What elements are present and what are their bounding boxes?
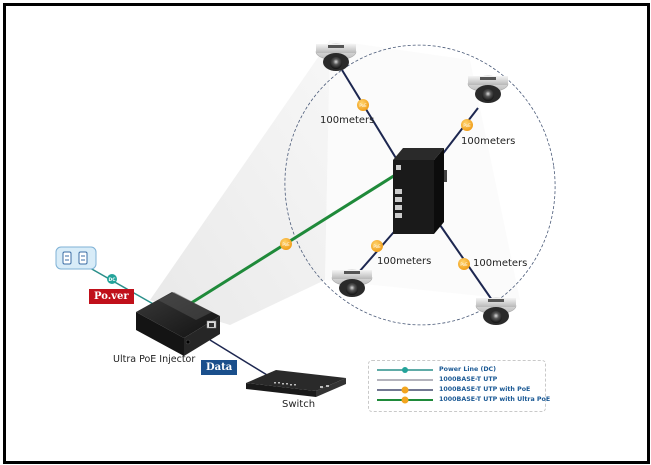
poe-line-top-left xyxy=(341,69,403,169)
svg-text:PoE: PoE xyxy=(282,242,290,247)
poe-injector-device xyxy=(136,292,220,356)
data-tag: Data xyxy=(201,360,238,375)
camera-bottom-right xyxy=(475,297,517,325)
distance-label-bottom-left: 100meters xyxy=(377,256,432,267)
power-tag: Po.ver xyxy=(89,289,134,304)
svg-text:DC: DC xyxy=(108,277,116,283)
injector-label: Ultra PoE Injector xyxy=(113,354,196,365)
svg-text:PoE: PoE xyxy=(463,123,471,128)
coverage-ellipse xyxy=(284,44,556,326)
poe-badge-bottom-right: PoE xyxy=(458,258,470,270)
power-outlet xyxy=(55,246,97,270)
switch-label: Switch xyxy=(282,399,316,410)
legend-item-utp-ultra-poe: 1000BASE-T UTP with Ultra PoE xyxy=(375,395,550,405)
legend-label: 1000BASE-T UTP xyxy=(439,376,498,383)
legend-label: Power Line (DC) xyxy=(439,366,497,373)
power-line xyxy=(89,267,156,306)
camera-bottom-left xyxy=(331,269,373,297)
data-line xyxy=(209,339,273,379)
poe-badge-top-right: PoE xyxy=(461,119,473,131)
poe-badge-bottom-left: PoE xyxy=(371,240,383,252)
poe-badge-ultra-line: PoE xyxy=(280,238,292,250)
distance-label-top-right: 100meters xyxy=(461,136,516,147)
network-switch-device xyxy=(246,370,346,397)
legend-item-utp: 1000BASE-T UTP xyxy=(375,375,545,385)
svg-text:PoE: PoE xyxy=(460,262,468,267)
camera-top-right xyxy=(467,75,509,103)
diagram-frame xyxy=(3,3,650,464)
legend-item-utp-poe: 1000BASE-T UTP with PoE xyxy=(375,385,545,395)
legend: Power Line (DC) 1000BASE-T UTP 1000BASE-… xyxy=(368,360,550,412)
legend-label: 1000BASE-T UTP with PoE xyxy=(439,386,531,393)
legend-label: 1000BASE-T UTP with Ultra PoE xyxy=(439,396,551,403)
svg-text:PoE: PoE xyxy=(359,103,367,108)
ultra-poe-line xyxy=(187,170,401,307)
distance-label-bottom-right: 100meters xyxy=(473,258,528,269)
industrial-poe-switch xyxy=(393,148,447,234)
dc-badge: DC xyxy=(107,274,117,284)
camera-top-left xyxy=(315,43,357,71)
poe-badge-top-left: PoE xyxy=(357,99,369,111)
legend-item-power-line: Power Line (DC) xyxy=(375,365,545,375)
distance-label-top-left: 100meters xyxy=(320,115,375,126)
coverage-shade xyxy=(150,40,330,325)
svg-text:PoE: PoE xyxy=(373,244,381,249)
poe-line-top-right xyxy=(437,107,479,161)
